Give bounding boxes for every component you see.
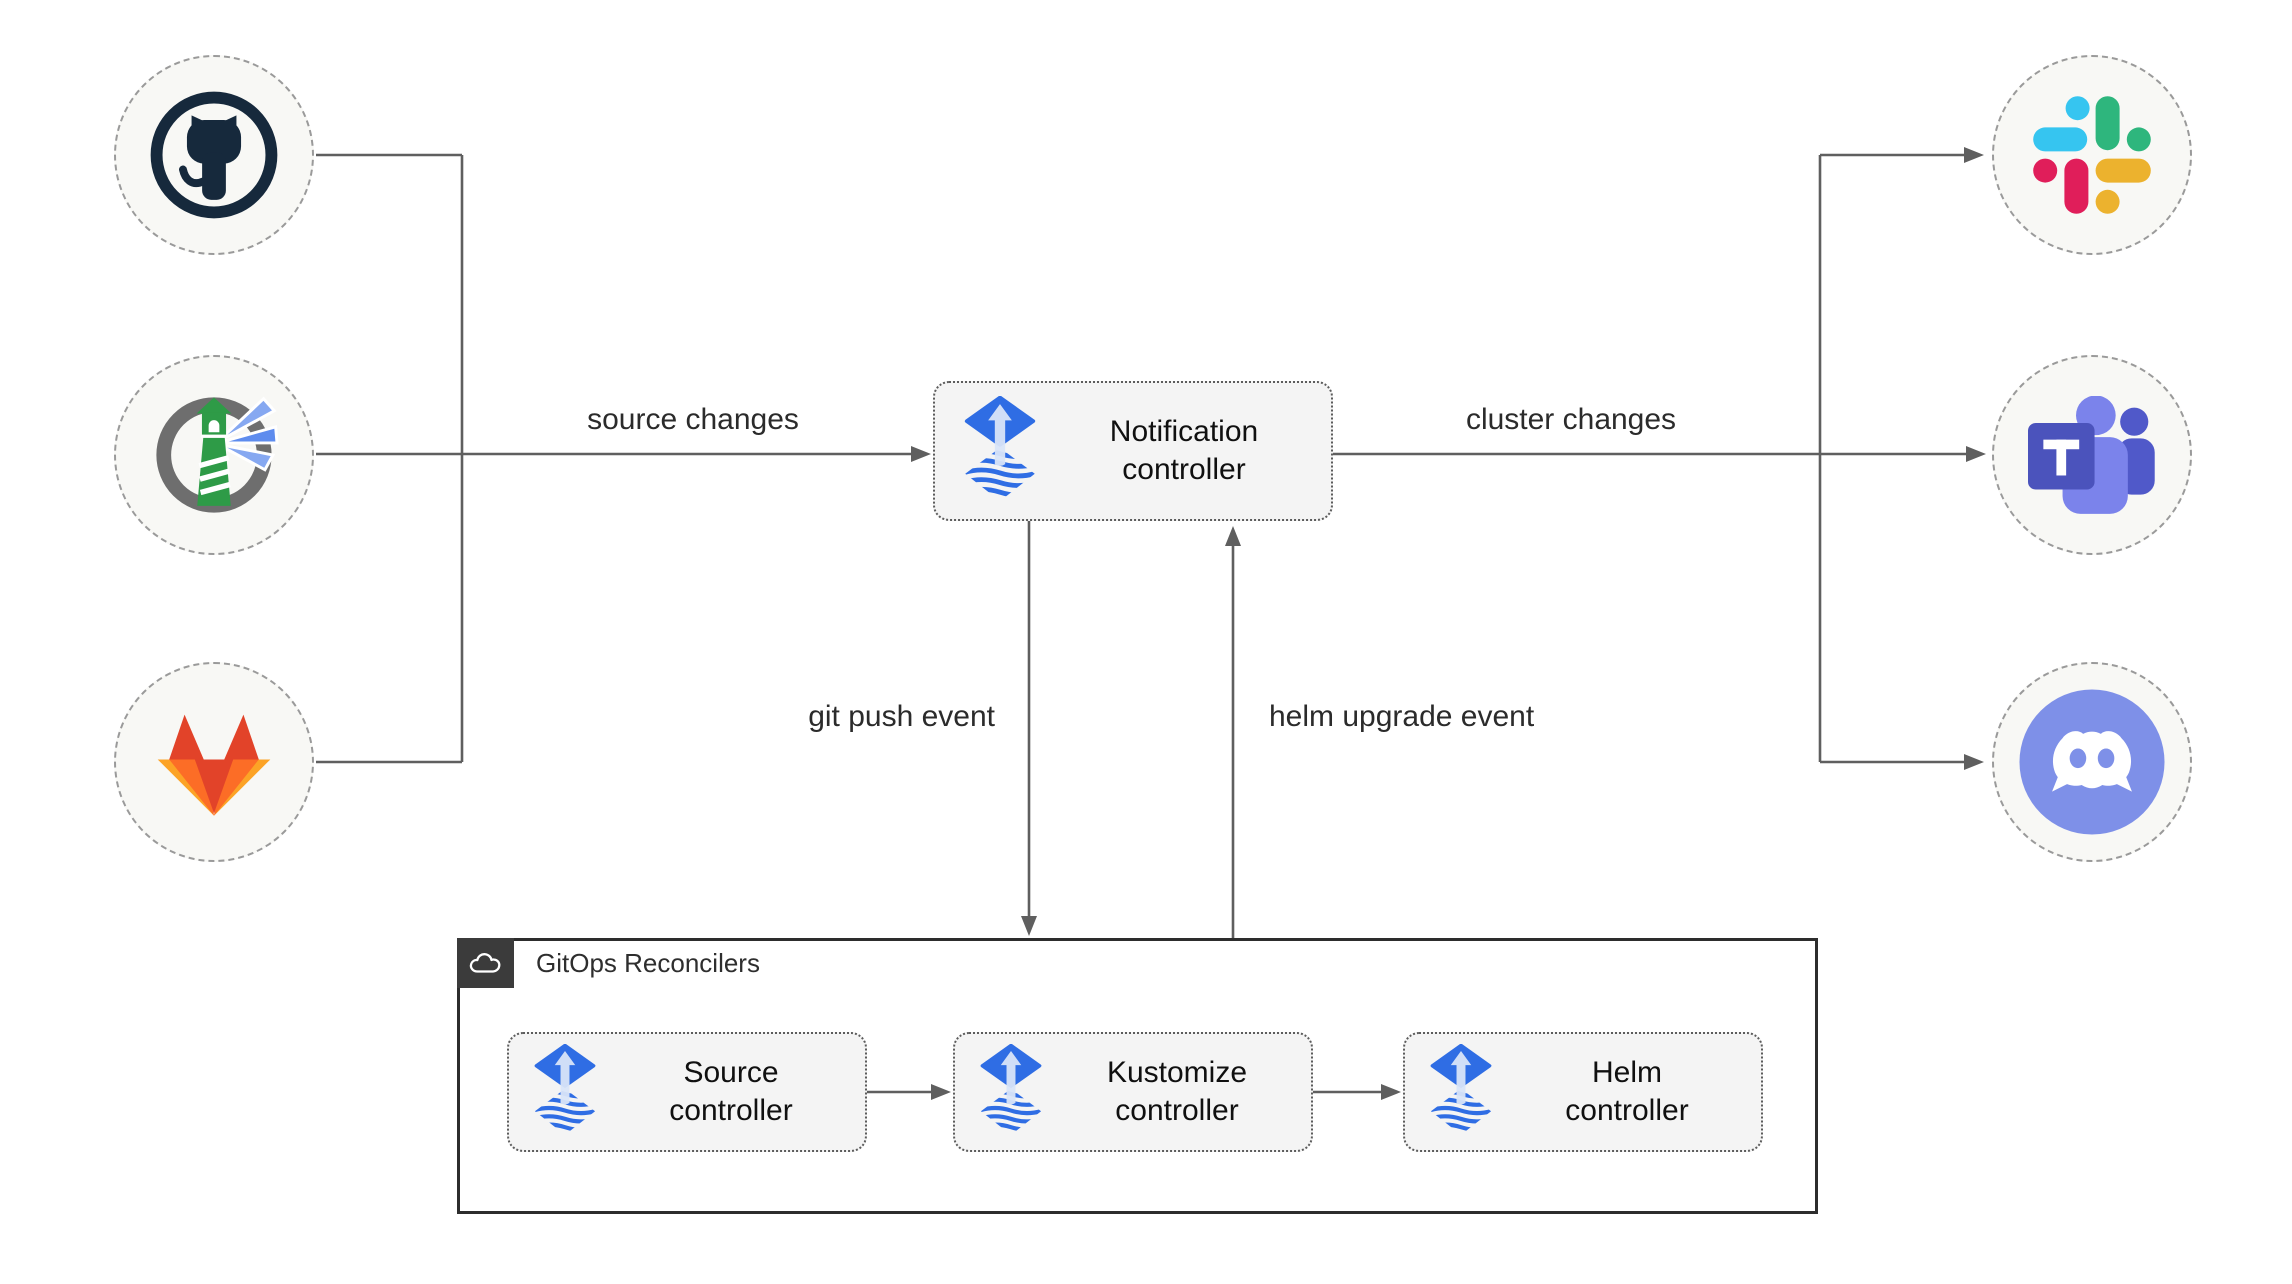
flux-icon — [963, 396, 1037, 507]
edge-teams-arrowhead — [1966, 446, 1986, 462]
notification-controller-line2: controller — [1122, 453, 1246, 486]
gitops-group-header — [457, 938, 514, 988]
gitops-group-label: GitOps Reconcilers — [536, 948, 760, 978]
kustomize-controller-line1: Kustomize — [1106, 1056, 1248, 1089]
flux-icon — [979, 1044, 1043, 1140]
source-controller-label: Source controller — [597, 1054, 865, 1130]
node-discord — [1992, 662, 2192, 862]
node-gitlab — [114, 662, 314, 862]
kustomize-controller-label: Kustomize controller — [1043, 1054, 1311, 1130]
github-icon — [150, 91, 278, 219]
source-controller-line1: Source — [683, 1056, 779, 1089]
edge-git-push-arrowhead — [1021, 916, 1037, 936]
edge-source-changes-arrowhead — [911, 446, 931, 462]
edge-discord-arrowhead — [1964, 754, 1984, 770]
discord-icon — [2019, 689, 2165, 835]
node-teams — [1992, 355, 2192, 555]
helm-controller-line2: controller — [1565, 1094, 1689, 1127]
edge-label-source-changes: source changes — [587, 403, 799, 436]
kustomize-controller-line2: controller — [1115, 1094, 1239, 1127]
node-slack — [1992, 55, 2192, 255]
helm-controller-label: Helm controller — [1493, 1054, 1761, 1130]
gitlab-icon — [157, 714, 271, 816]
gitops-reconcilers-group — [457, 938, 1818, 1214]
node-github — [114, 55, 314, 255]
notification-controller-label: Notification controller — [1037, 413, 1331, 489]
edge-label-git-push-event: git push event — [808, 700, 995, 733]
notification-controller-line1: Notification — [1109, 415, 1259, 448]
harbor-icon — [156, 396, 279, 513]
flux-icon — [533, 1044, 597, 1140]
source-controller-line2: controller — [669, 1094, 793, 1127]
edge-label-cluster-changes: cluster changes — [1465, 403, 1677, 436]
node-harbor — [114, 355, 314, 555]
slack-icon — [2033, 96, 2151, 214]
cloud-icon — [469, 953, 500, 973]
edge-slack-arrowhead — [1964, 147, 1984, 163]
kustomize-controller-box: Kustomize controller — [953, 1032, 1313, 1152]
edge-label-helm-upgrade-event: helm upgrade event — [1269, 700, 1535, 733]
source-controller-box: Source controller — [507, 1032, 867, 1152]
teams-icon — [2028, 396, 2155, 514]
edge-helm-upgrade-arrowhead — [1225, 526, 1241, 546]
helm-controller-line1: Helm — [1591, 1056, 1662, 1089]
flux-icon — [1429, 1044, 1493, 1140]
notification-controller-box: Notification controller — [933, 381, 1333, 521]
helm-controller-box: Helm controller — [1403, 1032, 1763, 1152]
